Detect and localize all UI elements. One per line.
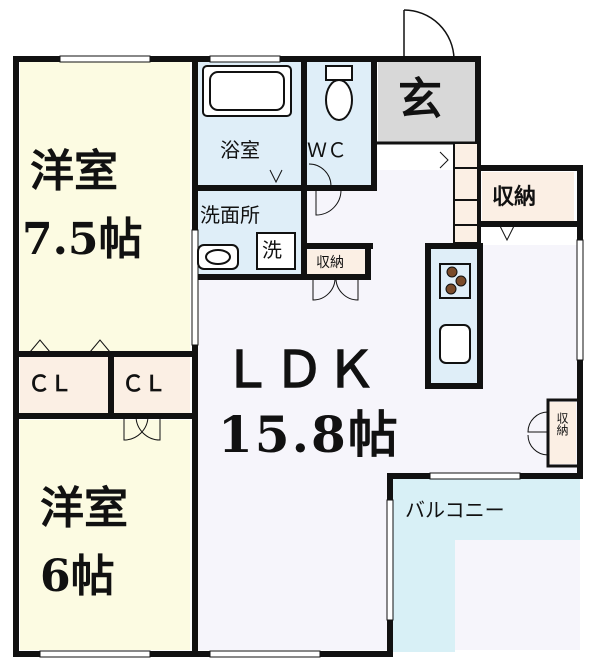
western-room-2-floor — [20, 420, 190, 650]
windows — [39, 55, 584, 658]
storage-small-floor — [306, 250, 368, 275]
door-swings — [29, 151, 549, 456]
washer-label: 洗 — [262, 238, 282, 262]
closet-1-label: ＣＬ — [28, 371, 73, 397]
balcony-floor — [392, 476, 580, 652]
toilet-label: ＷＣ — [307, 138, 347, 162]
closet-1-floor — [20, 356, 110, 414]
kitchen-counter — [425, 243, 483, 389]
bathroom-label: 浴室 — [220, 138, 260, 162]
closet-2-label: ＣＬ — [122, 371, 167, 397]
entrance-floor — [378, 62, 476, 142]
toilet-fixture — [325, 65, 353, 121]
western-room-1-name: 洋室 — [30, 146, 118, 197]
storage-main-floor — [482, 172, 574, 222]
storage-small-label: 収納 — [316, 255, 344, 271]
entrance-label: 玄 — [398, 74, 442, 125]
western-room-1-floor — [20, 62, 190, 352]
western-room-1-size: 7.5帖 — [22, 214, 143, 265]
entrance-door — [403, 9, 455, 60]
shoe-cabinet — [453, 142, 479, 244]
storage-vertical-floor — [548, 402, 576, 464]
washroom-label: 洗面所 — [200, 203, 260, 227]
ldk-size: 15.8帖 — [218, 405, 400, 464]
bathtub — [202, 65, 292, 117]
washer-box — [256, 232, 296, 270]
storage-vertical-label: 収納 — [555, 412, 569, 436]
washbasin — [197, 244, 239, 270]
ldk-name: ＬＤＫ — [222, 340, 378, 399]
balcony-label: バルコニー — [405, 498, 505, 522]
closet-2-floor — [114, 356, 190, 414]
western-room-2-size: 6帖 — [40, 551, 115, 602]
storage-main-label: 収納 — [492, 184, 537, 210]
western-room-2-name: 洋室 — [40, 483, 128, 534]
